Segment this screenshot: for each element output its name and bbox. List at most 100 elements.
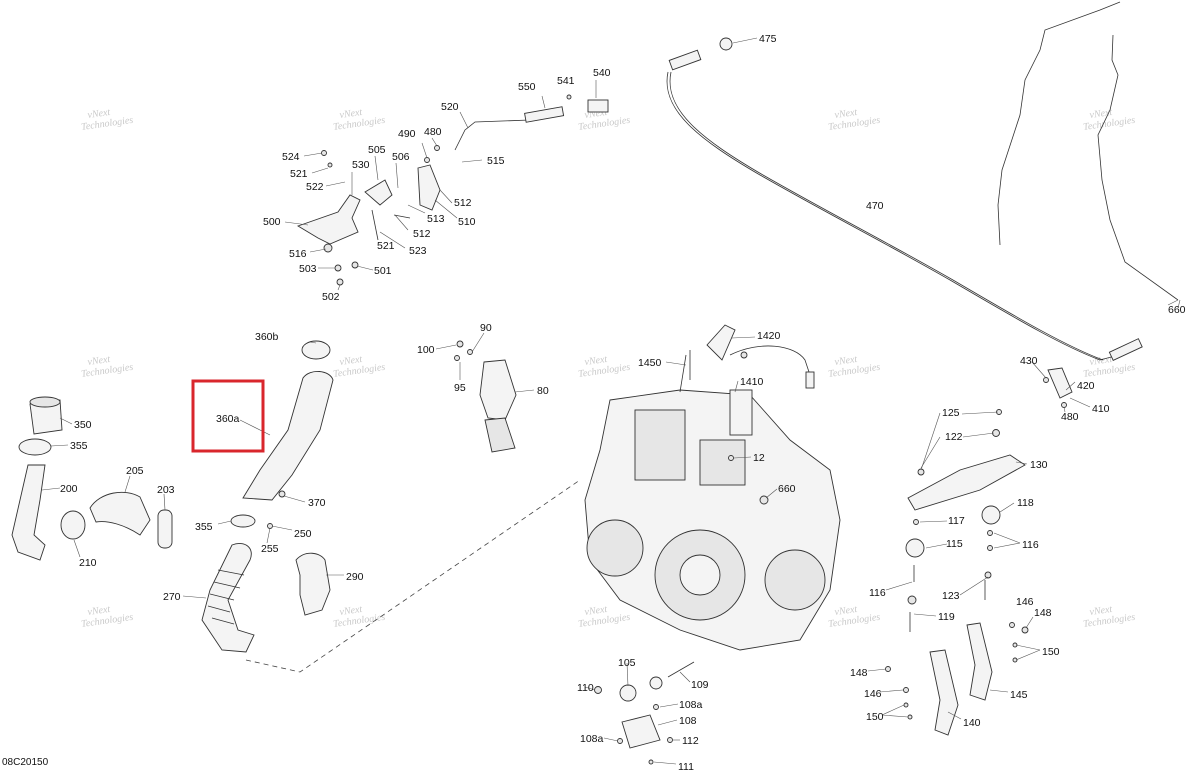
part-label: 470 bbox=[866, 200, 884, 212]
svg-text:vNext: vNext bbox=[834, 107, 858, 121]
part-label: 203 bbox=[157, 484, 175, 496]
part-label: 250 bbox=[294, 528, 312, 540]
part-label: 255 bbox=[261, 543, 279, 555]
part-label: 95 bbox=[454, 382, 466, 394]
part-label: 523 bbox=[409, 245, 427, 257]
svg-text:vNext: vNext bbox=[584, 354, 608, 368]
accelerator-pedal[interactable] bbox=[454, 340, 517, 453]
part-label: 12 bbox=[753, 452, 765, 464]
part-label: 506 bbox=[392, 151, 410, 163]
part-label: 360b bbox=[255, 331, 279, 343]
part-label: 355 bbox=[195, 521, 213, 533]
svg-text:vNext: vNext bbox=[339, 604, 363, 618]
part-label: 1410 bbox=[740, 376, 764, 388]
part-label: 505 bbox=[368, 144, 386, 156]
part-label: 530 bbox=[352, 159, 370, 171]
part-label: 510 bbox=[458, 216, 476, 228]
part-label: 1420 bbox=[757, 330, 781, 342]
part-label: 290 bbox=[346, 571, 364, 583]
part-label: 521 bbox=[377, 240, 395, 252]
brake-lines[interactable] bbox=[997, 1, 1179, 301]
part-label: 541 bbox=[557, 75, 575, 87]
part-label: 115 bbox=[946, 538, 963, 550]
part-label: 105 bbox=[618, 657, 636, 669]
part-label: 480 bbox=[424, 126, 442, 138]
part-label: 521 bbox=[290, 168, 308, 180]
pedal-bracket-assembly[interactable] bbox=[296, 94, 609, 286]
part-label: 117 bbox=[948, 515, 965, 527]
part-label: 148 bbox=[1034, 607, 1052, 619]
part-label: 116 bbox=[869, 587, 886, 599]
part-label: 119 bbox=[938, 611, 955, 623]
svg-text:vNext: vNext bbox=[87, 354, 111, 368]
part-label: 475 bbox=[759, 33, 777, 45]
svg-text:vNext: vNext bbox=[1089, 107, 1113, 121]
part-label: 146 bbox=[864, 688, 882, 700]
part-label: 370 bbox=[308, 497, 326, 509]
part-label: 90 bbox=[480, 322, 492, 334]
part-label: 270 bbox=[163, 591, 181, 603]
leader-lines bbox=[41, 37, 1181, 765]
svg-text:vNext: vNext bbox=[87, 604, 111, 618]
part-label: 123 bbox=[942, 590, 960, 602]
svg-text:vNext: vNext bbox=[339, 354, 363, 368]
part-label: 516 bbox=[289, 248, 307, 260]
part-labels: 475 550 541 540 520 524 490 480 505 506 … bbox=[60, 33, 1186, 771]
part-label: 210 bbox=[79, 557, 97, 569]
part-label: 125 bbox=[942, 407, 960, 419]
part-label: 108a bbox=[679, 699, 703, 711]
part-label: 660 bbox=[1168, 304, 1186, 316]
part-label: 350 bbox=[74, 419, 92, 431]
svg-text:vNext: vNext bbox=[834, 354, 858, 368]
part-label: 109 bbox=[691, 679, 709, 691]
part-label: 502 bbox=[322, 291, 340, 303]
part-label: 360a bbox=[216, 413, 240, 425]
part-label: 111 bbox=[678, 761, 694, 771]
part-label: 146 bbox=[1016, 596, 1034, 608]
highlight-box-360a bbox=[191, 379, 265, 453]
part-label: 520 bbox=[441, 101, 459, 113]
engine-mount-assembly[interactable] bbox=[885, 409, 1029, 736]
part-label: 501 bbox=[374, 265, 392, 277]
lower-mount-assembly[interactable] bbox=[594, 661, 695, 765]
part-label: 540 bbox=[593, 67, 611, 79]
part-label: 116 bbox=[1022, 539, 1039, 551]
part-label: 112 bbox=[682, 735, 699, 747]
part-label: 108 bbox=[679, 715, 697, 727]
part-label: 550 bbox=[518, 81, 536, 93]
throttle-cable[interactable] bbox=[666, 37, 1143, 361]
part-label: 430 bbox=[1020, 355, 1038, 367]
part-label: 140 bbox=[963, 717, 981, 729]
svg-text:vNext: vNext bbox=[584, 604, 608, 618]
air-intake-parts[interactable] bbox=[11, 340, 581, 673]
part-label: 108a bbox=[580, 733, 604, 745]
part-label: 660 bbox=[778, 483, 796, 495]
part-label: 145 bbox=[1010, 689, 1028, 701]
part-label: 515 bbox=[487, 155, 505, 167]
svg-text:vNext: vNext bbox=[339, 107, 363, 121]
part-label: 205 bbox=[126, 465, 144, 477]
part-label: 110 bbox=[577, 682, 594, 694]
part-label: 148 bbox=[850, 667, 868, 679]
part-label: 130 bbox=[1030, 459, 1048, 471]
part-label: 118 bbox=[1017, 497, 1034, 509]
part-label: 200 bbox=[60, 483, 78, 495]
part-label: 480 bbox=[1061, 411, 1079, 423]
svg-text:vNext: vNext bbox=[1089, 604, 1113, 618]
part-label: 1450 bbox=[638, 357, 662, 369]
part-label: 512 bbox=[413, 228, 431, 240]
part-label: 512 bbox=[454, 197, 472, 209]
cable-bracket[interactable] bbox=[1043, 367, 1073, 408]
part-label: 150 bbox=[1042, 646, 1060, 658]
engine-assembly[interactable] bbox=[584, 324, 841, 651]
